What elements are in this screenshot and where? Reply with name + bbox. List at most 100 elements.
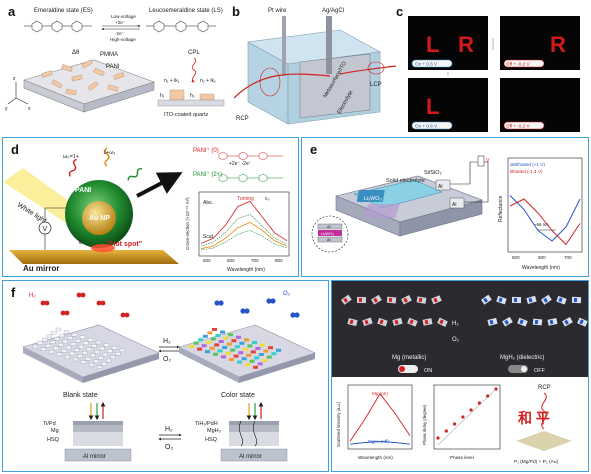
blank-pixel <box>56 352 63 356</box>
pani0-label: PANI⁺ (0) <box>193 147 219 154</box>
axis-z: z <box>13 76 16 82</box>
color-pixel <box>225 352 231 355</box>
color-pixel <box>217 349 223 353</box>
g-rcp-wave-icon <box>541 392 547 430</box>
panel-label-f: f <box>11 285 16 300</box>
pmma-slab <box>23 59 155 105</box>
rcp-label: RCP <box>236 116 249 122</box>
blank-pixel <box>86 347 92 351</box>
es-label: Emeraldine state (ES) <box>34 8 93 14</box>
e-series-1 <box>509 198 581 245</box>
left-stack-1: Mg <box>51 428 59 434</box>
au-nanoparticle <box>82 201 116 235</box>
color-pixel <box>249 359 255 363</box>
d-xtick-3: 800 <box>275 258 283 263</box>
g1-series-1 <box>349 440 411 445</box>
blank-plate <box>22 324 160 378</box>
e-xtick-1: 600 <box>538 255 546 260</box>
g1-bot-label: MgH₂ (off) <box>368 439 389 444</box>
blank-pixel <box>71 333 78 337</box>
color-pixel <box>257 362 263 366</box>
blank-pixel <box>79 335 86 339</box>
c-arrows-icon <box>447 38 494 76</box>
blank-pixel <box>45 344 51 348</box>
axis-y: y <box>5 106 8 112</box>
agcl-electrode <box>326 16 332 74</box>
layer-li: LiₓWO₃ <box>321 231 334 236</box>
blank-pixel <box>85 357 91 361</box>
blank-pixel <box>111 346 118 350</box>
color-pixel <box>276 348 281 352</box>
d-series-dash-0 <box>200 214 288 247</box>
g2-point-0 <box>436 436 440 440</box>
g-blocks <box>341 294 588 327</box>
color-pixel <box>260 343 265 347</box>
c1-status: On + 0.6 V <box>415 62 438 67</box>
c2-right-letter: R <box>550 32 566 57</box>
e-chart: delithiated (+1 V) lithiated (-1.4 V) ~5… <box>498 157 583 271</box>
inset-block-2 <box>199 93 215 101</box>
color-pixel <box>202 334 208 338</box>
color-pixel <box>244 338 249 342</box>
blank-pixel <box>74 348 80 352</box>
mgh2-block-blue <box>549 319 554 325</box>
e-ylabel: Reflectance <box>498 195 504 222</box>
blank-pixel <box>66 345 72 350</box>
mg-block-red <box>349 319 354 325</box>
blank-pixel <box>70 342 76 346</box>
blank-pixel <box>63 330 70 334</box>
d-xtick-2: 700 <box>251 258 259 263</box>
mg-metal-label: Mg (metallic) <box>392 355 426 361</box>
blank-pixel <box>82 351 88 355</box>
mid-h2-label: H₂ <box>163 338 171 345</box>
nano-pixel-array <box>362 204 400 218</box>
g2-point-1 <box>444 429 448 433</box>
blank-pixel <box>110 355 116 359</box>
arrow-bot-label: High-voltage <box>110 37 136 42</box>
voltage-label: V <box>486 158 490 164</box>
blank-pixel <box>42 338 48 342</box>
hot-spot-glow <box>91 244 115 252</box>
c1-left-letter: L <box>426 32 439 57</box>
panel-b: b Pt wire Ag/AgCl LCP RCP Metasurface/IT… <box>230 2 396 134</box>
w1-label: 1+ω₁ <box>103 150 116 156</box>
cpl-label: CPL <box>188 50 200 56</box>
pani-nanoblocks <box>41 59 125 96</box>
arrow-mid-label: +2e⁻ <box>115 20 126 25</box>
color-pixel <box>214 343 220 347</box>
g2-ylabel: Phase delay (degree) <box>422 404 427 445</box>
mgh2-block-blue <box>498 297 503 303</box>
panel-e-figure: LiₓWO₃ Solid electrolyte Si/SiO₂ Al Al V… <box>311 155 583 271</box>
pt-electrode <box>282 16 286 76</box>
h2-molecules-icon <box>40 292 130 318</box>
al-pad-b <box>449 197 465 209</box>
blank-pixel <box>40 347 47 351</box>
color-pixel <box>206 340 212 344</box>
color-pixel <box>198 338 204 342</box>
d-chart: Abs. Scat. Turning c₀ Cross-section (×10… <box>185 191 290 273</box>
mg-block-red <box>439 319 444 325</box>
al-b-label: Al <box>452 202 456 208</box>
e-xtick-0: 500 <box>512 255 520 260</box>
rcp-beam <box>233 73 331 99</box>
blank-pixel <box>90 353 96 357</box>
c4-status: Off + -0.2 V <box>506 124 530 129</box>
g2-point-2 <box>453 422 457 426</box>
h2-top-label: H₂ <box>29 293 36 299</box>
g2-point-5 <box>477 401 481 405</box>
au-mirror-label: Au mirror <box>23 264 59 273</box>
arrow-top-label: Low-voltage <box>111 14 136 19</box>
blank-pixel <box>87 338 94 342</box>
blank-pixel <box>59 333 65 338</box>
pani-label: PANI <box>106 64 120 70</box>
mgh2-block-blue <box>504 319 509 325</box>
left-stack-0: Ti/Pd <box>43 421 56 427</box>
blank-pixel <box>55 327 62 332</box>
c2-status: Off + -0.2 V <box>506 62 530 67</box>
d-scat-label: Scat. <box>203 234 214 240</box>
blank-pixel <box>107 349 113 353</box>
panel-label-b: b <box>232 4 240 19</box>
axes-icon <box>7 82 29 105</box>
voltage-icon <box>477 155 485 167</box>
color-pixel <box>229 358 234 361</box>
